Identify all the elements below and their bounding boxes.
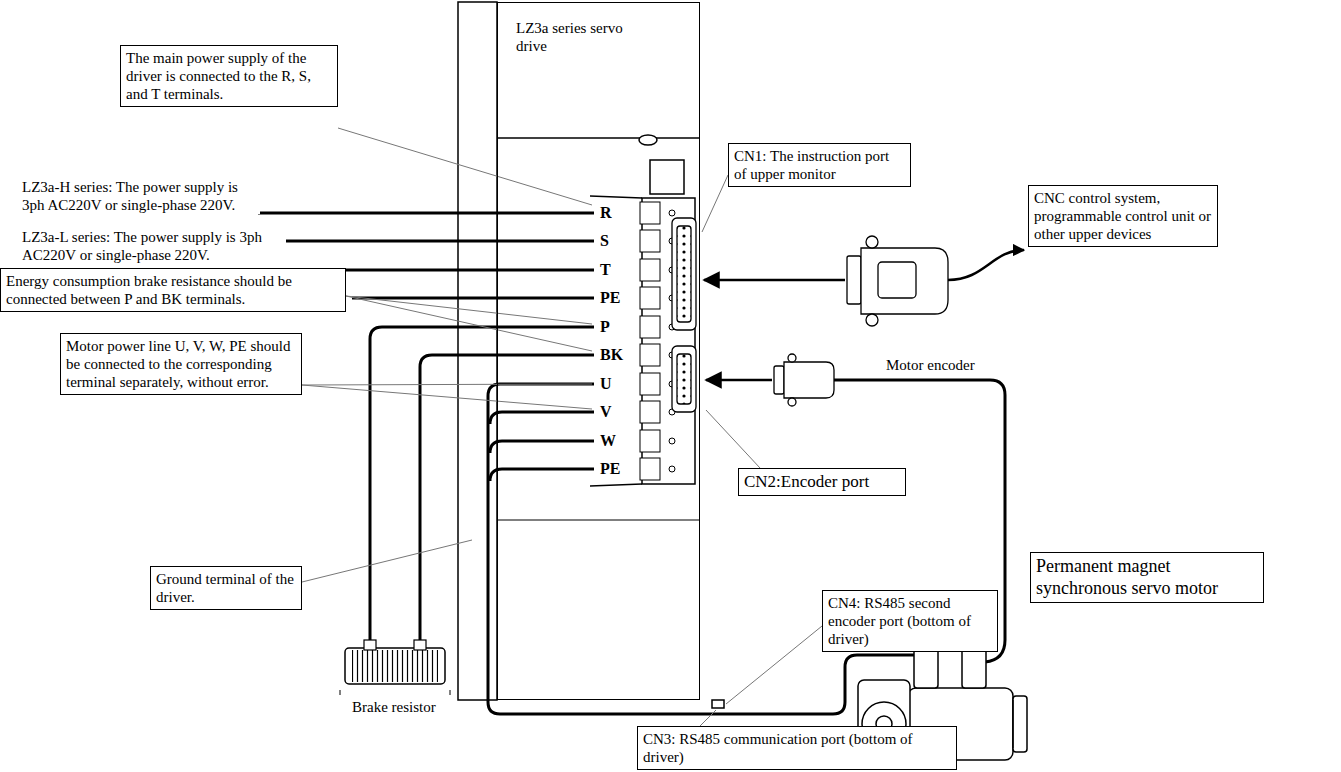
callout-box: CN3: RS485 communication port (bottom of… [637,726,957,770]
callout-box: Motor power line U, V, W, PE should be c… [60,333,302,395]
terminal-name: P [598,317,612,336]
box-text: CN4: RS485 second encoder port (bottom o… [828,594,992,648]
terminal-name: S [598,231,611,250]
device-title: LZ3a series servo drive [516,19,646,55]
callout-box: CN4: RS485 second encoder port (bottom o… [822,590,998,652]
cnc-connector [704,236,1024,326]
brake-resistor [340,327,594,695]
terminal-name: PE [598,459,622,478]
callout-box: Energy consumption brake resistance shou… [0,268,346,312]
terminal-name: PE [598,288,622,307]
box-text: CNC control system, programmable control… [1034,189,1212,243]
callout-box: The main power supply of the driver is c… [120,45,338,107]
box-text: CN3: RS485 communication port (bottom of… [643,730,951,766]
part-label: Brake resistor [350,698,438,716]
terminal-name: V [598,402,614,421]
motor-power-cable [488,384,914,714]
terminal-name: T [598,260,613,279]
callout-box: CN1: The instruction port of upper monit… [728,143,911,187]
terminal-name: R [598,203,614,222]
leader-lines [302,128,822,726]
terminal-block [640,202,675,480]
terminal-name: W [598,431,618,450]
box-text: Permanent magnet synchronous servo motor [1036,556,1258,599]
port-socket [672,218,696,412]
terminal-name: U [598,374,614,393]
box-text: Energy consumption brake resistance shou… [6,272,340,308]
callout-box: CN2:Encoder port [738,468,906,496]
box-text: CN1: The instruction port of upper monit… [734,147,905,183]
part-label: Motor encoder [884,356,977,374]
cn1-pins [677,226,691,322]
motor-label-box: Permanent magnet synchronous servo motor [1030,552,1264,603]
box-text: The main power supply of the driver is c… [126,49,332,103]
encoder-connector [706,354,1005,662]
supply-note: LZ3a-H series: The power supply is 3ph A… [22,178,260,214]
callout-box: Ground terminal of the driver. [150,566,302,610]
cn1-socket [672,218,696,330]
supply-note: LZ3a-L series: The power supply is 3ph A… [22,228,284,264]
cn2-pins [677,354,691,404]
terminal-name: BK [598,345,625,364]
box-text: CN2:Encoder port [744,472,900,492]
cn2-socket [672,346,696,412]
box-text: Ground terminal of the driver. [156,570,296,606]
box-text: Motor power line U, V, W, PE should be c… [66,337,296,391]
device-box: CNC control system, programmable control… [1028,185,1218,247]
